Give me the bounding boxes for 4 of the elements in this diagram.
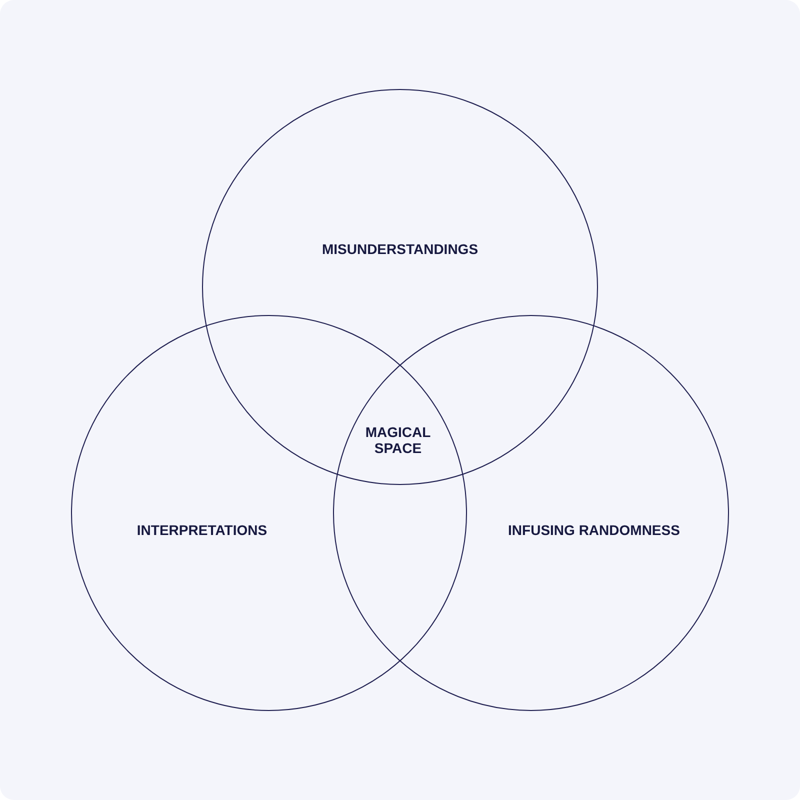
set-label: INTERPRETATIONS (136, 522, 268, 538)
intersection-label: MAGICAL SPACE (364, 424, 432, 456)
set-label: INFUSING RANDOMNESS (508, 522, 680, 538)
set-label: MISUNDERSTANDINGS (322, 241, 478, 257)
